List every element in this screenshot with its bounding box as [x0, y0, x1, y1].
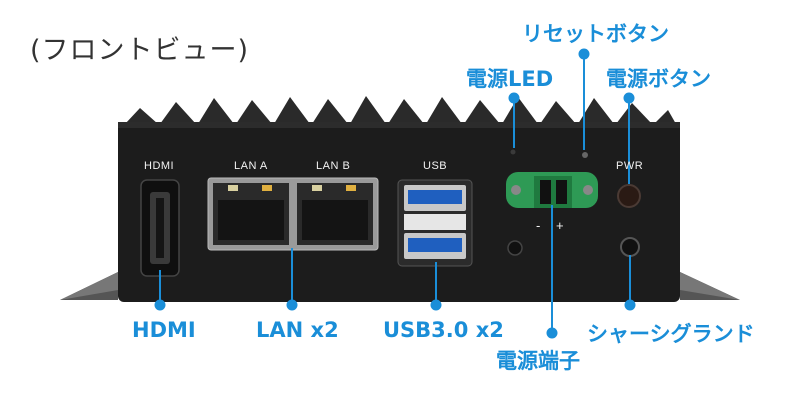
power-led: [510, 149, 516, 155]
heatsink-fins: [125, 96, 676, 124]
panel-label-lan-b: LAN B: [316, 160, 351, 172]
panel-label-pwr: PWR: [616, 160, 644, 172]
page-title: (フロントビュー): [30, 35, 250, 66]
panel-label-lan-a: LAN A: [234, 160, 268, 172]
hdmi-port: [140, 179, 180, 277]
power-terminal: [506, 172, 598, 208]
leader-lines: [154, 48, 636, 339]
panel-label-hdmi: HDMI: [144, 160, 175, 172]
panel-label-usb: USB: [423, 160, 448, 172]
panel-label-plus: +: [556, 218, 565, 233]
lan-ports: [207, 177, 379, 251]
ground-screw: [620, 237, 640, 257]
callout-usb: USB3.0 x2: [383, 318, 504, 342]
power-button-shape: [617, 184, 641, 208]
callout-hdmi: HDMI: [132, 318, 196, 342]
callout-chassis-ground: シャーシグランド: [587, 322, 755, 346]
screw-hole: [507, 240, 523, 256]
callout-power-button: 電源ボタン: [606, 67, 711, 91]
usb-ports: [397, 179, 473, 267]
reset-hole: [582, 152, 588, 158]
callout-power-terminal: 電源端子: [496, 349, 580, 373]
callout-reset-button: リセットボタン: [522, 22, 669, 46]
panel-label-minus: -: [536, 218, 541, 233]
callout-lan: LAN x2: [256, 318, 339, 342]
callout-power-led: 電源LED: [466, 67, 554, 91]
